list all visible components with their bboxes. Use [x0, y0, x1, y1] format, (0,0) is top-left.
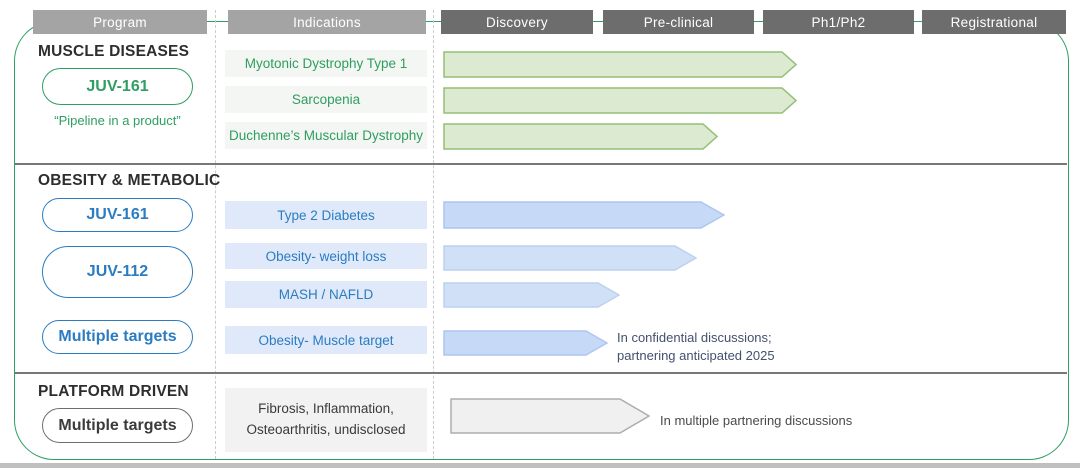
- column-divider-program-indications: [215, 10, 216, 459]
- indication-label-s1-r2: Sarcopenia: [225, 86, 427, 113]
- stage-progress-arrow-s2-r1: [443, 201, 725, 229]
- column-header-program: Program: [33, 10, 207, 34]
- stage-progress-arrow-s1-r3: [443, 123, 718, 150]
- stage-progress-arrow-s1-r1: [443, 51, 797, 78]
- column-header-ph1ph2: Ph1/Ph2: [763, 10, 914, 34]
- bottom-edge-strip: [0, 463, 1080, 468]
- annotation-note-2: In multiple partnering discussions: [660, 412, 852, 430]
- annotation-note-line: In confidential discussions;: [617, 330, 772, 345]
- stage-progress-arrow-s2-r3: [443, 282, 620, 308]
- stage-progress-arrow-s1-r2: [443, 87, 797, 114]
- program-pill-juv161-obesity: JUV-161: [42, 198, 193, 232]
- stage-progress-arrow-s3-r1: [450, 398, 650, 434]
- indication-label-s2-r4: Obesity- Muscle target: [225, 326, 427, 354]
- program-pill-juv112: JUV-112: [42, 246, 193, 298]
- annotation-note-1: In confidential discussions; partnering a…: [617, 329, 775, 365]
- program-pill-juv161-muscle: JUV-161: [42, 68, 193, 105]
- column-header-discovery: Discovery: [441, 10, 593, 34]
- section-title-muscle-diseases: MUSCLE DISEASES: [38, 43, 190, 60]
- column-divider-indications-stages: [433, 10, 434, 459]
- section-title-obesity-metabolic: OBESITY & METABOLIC: [38, 172, 221, 189]
- program-tagline: “Pipeline in a product”: [54, 113, 181, 128]
- indication-label-s1-r1: Myotonic Dystrophy Type 1: [225, 50, 427, 77]
- column-header-indications: Indications: [228, 10, 426, 34]
- indication-line: Fibrosis, Inflammation,: [258, 401, 394, 417]
- indication-label-s3-r1: Fibrosis, Inflammation, Osteoarthritis, u…: [225, 388, 427, 452]
- section-divider-2: [15, 372, 1067, 374]
- annotation-note-line: In multiple partnering discussions: [660, 413, 853, 428]
- stage-progress-arrow-s2-r2: [443, 245, 697, 271]
- indication-label-s1-r3: Duchenne’s Muscular Dystrophy: [225, 122, 427, 149]
- indication-label-s2-r1: Type 2 Diabetes: [225, 201, 427, 229]
- indication-label-s2-r3: MASH / NAFLD: [225, 281, 427, 308]
- column-header-registrational: Registrational: [922, 10, 1066, 34]
- stage-progress-arrow-s2-r4: [443, 330, 608, 356]
- indication-line: Osteoarthritis, undisclosed: [246, 422, 406, 437]
- section-divider-1: [15, 163, 1067, 165]
- column-header-preclinical: Pre-clinical: [603, 10, 754, 34]
- indication-label-s2-r2: Obesity- weight loss: [225, 243, 427, 269]
- program-pill-multiple-targets-obesity: Multiple targets: [42, 320, 193, 354]
- program-pill-multiple-targets-platform: Multiple targets: [42, 408, 193, 443]
- section-title-platform-driven: PLATFORM DRIVEN: [38, 383, 189, 400]
- annotation-note-line: partnering anticipated 2025: [617, 348, 775, 364]
